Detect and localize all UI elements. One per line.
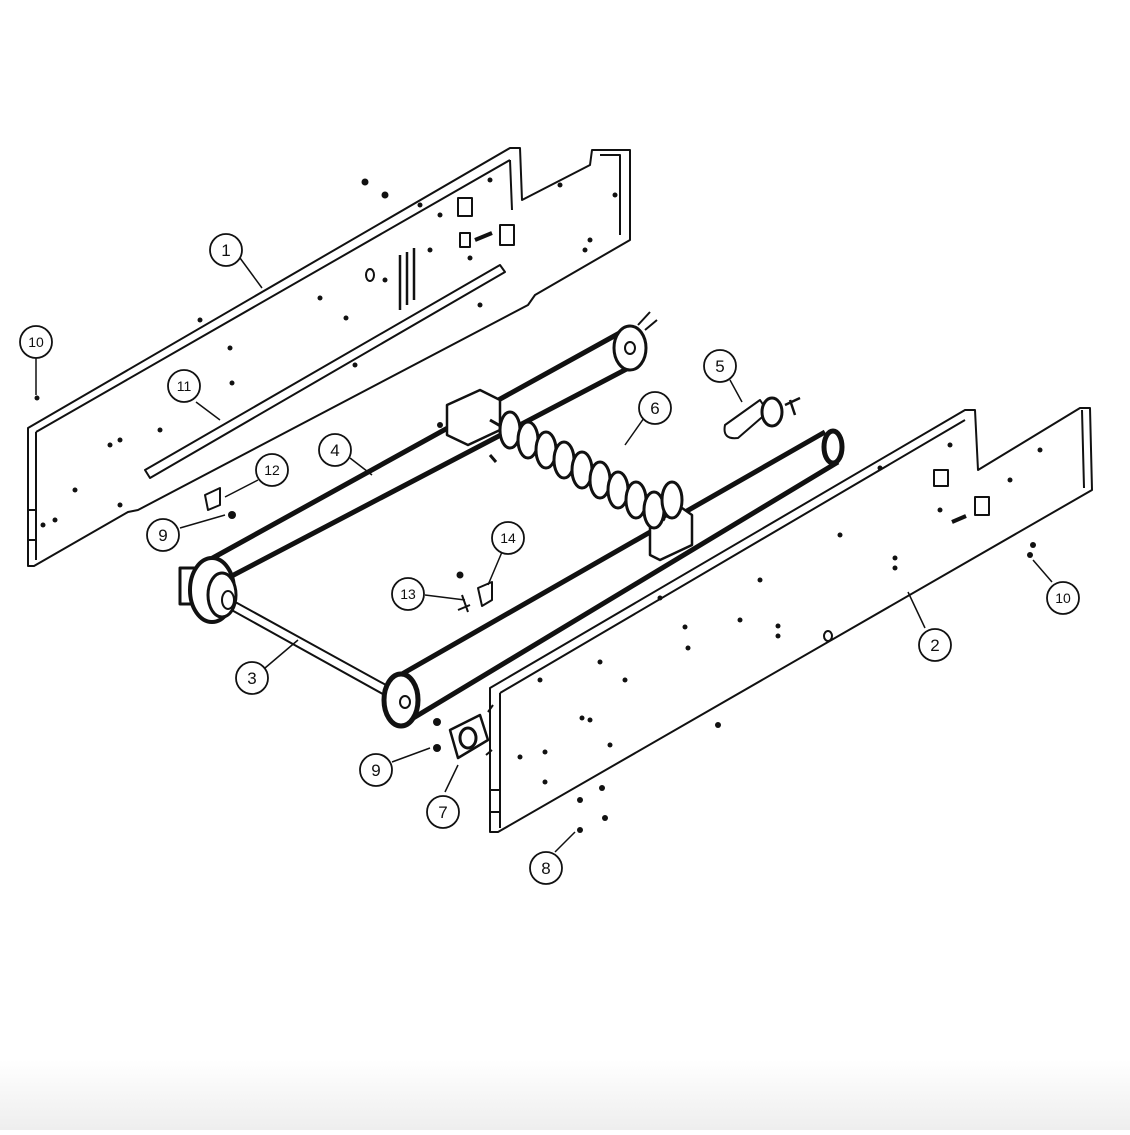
bottom-shadow-fade — [0, 1060, 1130, 1130]
callout-11: 11 — [177, 378, 192, 394]
small-brackets — [204, 487, 493, 613]
left-belt — [198, 311, 658, 593]
front-frame-holes — [517, 442, 1043, 785]
callout-8: 8 — [541, 859, 550, 878]
callout-1: 1 — [221, 241, 230, 260]
callout-10-right: 10 — [1055, 590, 1071, 606]
callout-3: 3 — [247, 669, 256, 688]
callout-5: 5 — [715, 357, 724, 376]
callout-10-left: 10 — [28, 334, 44, 350]
callout-9-back: 9 — [158, 526, 167, 545]
leader-lines — [35, 257, 1053, 853]
callout-2: 2 — [930, 636, 939, 655]
front-side-frame — [489, 407, 1093, 833]
callout-12: 12 — [264, 462, 280, 478]
fasteners — [34, 395, 1036, 833]
drive-shaft — [227, 597, 396, 699]
slat-carriage — [445, 388, 694, 562]
callout-6: 6 — [650, 399, 659, 418]
callout-labels: 1 2 3 4 5 6 7 8 9 9 10 10 11 12 13 14 — [28, 241, 1071, 878]
callout-14: 14 — [500, 530, 516, 546]
drive-pulley — [178, 556, 238, 624]
callout-circles — [19, 233, 1080, 885]
bearing-housing — [448, 704, 494, 760]
callout-4: 4 — [330, 441, 339, 460]
callout-9-front: 9 — [371, 761, 380, 780]
right-belt — [381, 428, 845, 729]
callout-13: 13 — [400, 586, 416, 602]
belt-tensioner — [723, 396, 801, 440]
callout-7: 7 — [438, 803, 447, 822]
back-side-frame — [27, 147, 631, 567]
back-frame-holes — [40, 177, 618, 528]
